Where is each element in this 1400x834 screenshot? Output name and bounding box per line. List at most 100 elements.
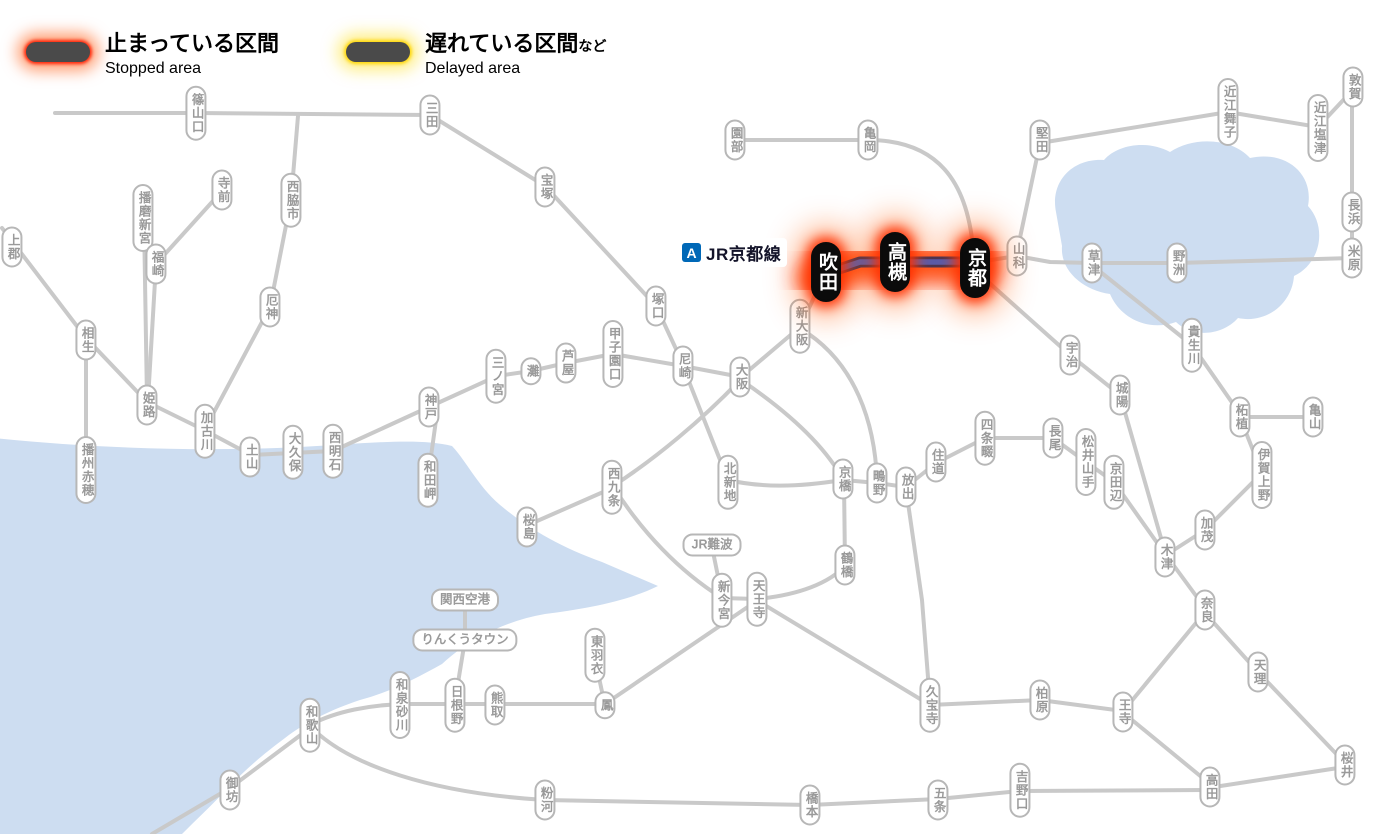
station-pill: 高田 [1199,766,1221,808]
station-pill: JR難波 [682,533,742,557]
osaka-bay-shape [0,438,658,834]
station-pill: 日根野 [444,677,466,733]
legend-label-en: Stopped area [105,60,202,77]
station-pill: 柏原 [1029,679,1051,721]
legend-label-en: Delayed area [425,60,521,77]
station-pill: 長尾 [1042,417,1064,459]
station-pill: 新今宮 [711,572,733,628]
station-pill: 長浜 [1341,191,1363,233]
legend-text-stopped: 止まっている区間 Stopped area [105,26,279,78]
rail-sagano-line [733,138,975,250]
station-pill: 尼崎 [672,345,694,387]
line-badge-label: JR京都線 [706,245,782,264]
station-pill: 放出 [895,466,917,508]
delayed-area-swatch [346,42,410,62]
rail-yumesaki-line [526,487,612,527]
station-pill: 播磨新宮 [132,184,154,252]
station-pill: 加古川 [194,403,216,459]
legend-label-ja-suffix: など [578,38,607,54]
station-pill: 久宝寺 [919,677,941,733]
station-pill: 粉河 [534,779,556,821]
station-pill-stopped: 京都 [960,238,990,298]
station-pill: 宝塚 [534,166,556,208]
station-pill: 塚口 [645,285,667,327]
station-pill: 五条 [927,779,949,821]
line-symbol-a-icon: A [682,243,701,262]
station-pill: 松井山手 [1075,428,1097,496]
station-pill: 木津 [1154,536,1176,578]
station-pill: 亀岡 [857,119,879,161]
station-pill: 城陽 [1109,374,1131,416]
station-pill: 大久保 [282,424,304,480]
station-pill: 和歌山 [299,697,321,753]
station-pill: 篠山口 [185,85,207,141]
station-pill: 敦賀 [1342,66,1364,108]
station-pill: 亀山 [1302,396,1324,438]
station-pill: 甲子園口 [602,320,624,388]
station-pill: 京田辺 [1103,454,1125,510]
station-pill: 北新地 [717,454,739,510]
station-pill: 西明石 [322,423,344,479]
rail-kakogawa-line [203,114,300,431]
legend-item-delayed: 遅れている区間など Delayed area [346,26,606,78]
legend-label-ja: 止まっている区間 [105,26,279,58]
station-pill: 鴫野 [866,462,888,504]
station-pill: 東羽衣 [584,627,606,683]
station-pill: 西脇市 [280,172,302,228]
station-pill: 三田 [419,94,441,136]
station-pill: 住道 [925,441,947,483]
stopped-area-swatch [26,42,90,62]
station-pill: 関西空港 [430,588,500,612]
legend-label-ja: 遅れている区間など [425,26,606,58]
station-pill: 山科 [1006,235,1028,277]
station-pill: 近江塩津 [1307,94,1329,162]
station-pill: 貴生川 [1181,317,1203,373]
station-pill: 熊取 [484,684,506,726]
station-pill: 近江舞子 [1217,78,1239,146]
station-pill: 宇治 [1059,334,1081,376]
station-pill: 神戸 [418,386,440,428]
rail-osaka-higashi-south [904,487,932,705]
lake-biwa-shape [1055,141,1320,333]
rail-wakayama-line [311,727,1209,807]
station-pill: 四条畷 [974,410,996,466]
legend-label-ja-main: 止まっている区間 [105,31,280,56]
water-layer [0,141,1320,834]
station-pill: りんくうタウン [412,628,518,652]
station-pill: 野洲 [1166,242,1188,284]
station-pill: 灘 [520,357,542,385]
rail-oji-takada [1124,713,1212,786]
rail-osaka-higashi-north [799,327,879,483]
station-pill: 桜島 [516,506,538,548]
station-pill: 芦屋 [555,342,577,384]
station-pill: 播州赤穂 [75,436,97,504]
station-pill: 王寺 [1112,691,1134,733]
station-pill: 鶴橋 [834,544,856,586]
station-pill: 柘植 [1229,396,1251,438]
station-pill: 新大阪 [789,298,811,354]
station-pill: 上郡 [1,226,23,268]
station-pill: 天王寺 [746,571,768,627]
legend-item-stopped: 止まっている区間 Stopped area [26,26,279,78]
station-pill: 桜井 [1334,744,1356,786]
legend-label-ja-main: 遅れている区間 [425,31,579,56]
station-pill: 大阪 [729,356,751,398]
jr-kyoto-line-badge[interactable]: A JR京都線 [676,238,788,267]
station-pill: 西九条 [601,459,623,515]
station-pill: 橋本 [799,784,821,826]
station-pill: 相生 [75,319,97,361]
station-pill: 寺前 [211,169,233,211]
station-pill: 福崎 [145,243,167,285]
rail-yamatoji-line [756,599,1125,713]
station-pill: 草津 [1081,242,1103,284]
station-pill: 園部 [724,119,746,161]
station-pill: 厄神 [259,286,281,328]
station-pill: 御坊 [219,769,241,811]
station-pill: 堅田 [1029,119,1051,161]
station-pill-stopped: 吹田 [811,242,841,302]
station-pill: 天理 [1247,651,1269,693]
rail-nara-line [975,270,1167,554]
station-pill: 米原 [1341,237,1363,279]
